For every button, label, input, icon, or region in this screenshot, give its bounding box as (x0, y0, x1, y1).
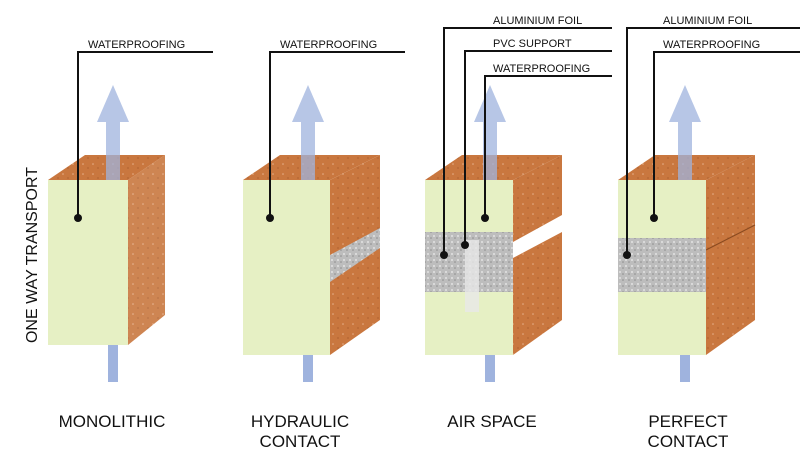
block-monolithic: WATERPROOFING MONOLITHIC (48, 39, 213, 431)
arrow-shaft-bottom (303, 330, 313, 382)
callout-dot (650, 214, 658, 222)
block-hydraulic-contact: WATERPROOFING HYDRAULIC CONTACT (243, 39, 405, 451)
callout-label: WATERPROOFING (280, 39, 377, 51)
foil-layer (618, 238, 706, 292)
callout-dot (461, 241, 469, 249)
side-label: ONE WAY TRANSPORT (24, 167, 41, 343)
callout-dot (74, 214, 82, 222)
brick-side-upper (513, 155, 562, 242)
block-title-line1: HYDRAULIC (251, 412, 349, 431)
callout-label: ALUMINIUM FOIL (663, 15, 752, 27)
callout-dot (440, 251, 448, 259)
arrow-shaft-bottom (108, 330, 118, 382)
callout-label: ALUMINIUM FOIL (493, 15, 582, 27)
block-perfect-contact: ALUMINIUM FOIL WATERPROOFING PERFECT CON… (618, 15, 800, 451)
callout-line (77, 51, 213, 218)
mortar-joint (705, 224, 756, 251)
moisture-arrow (97, 85, 129, 180)
block-title: AIR SPACE (447, 412, 536, 431)
callout-line-waterproofing (653, 51, 800, 218)
brick-side (128, 155, 165, 345)
foil-band (330, 228, 380, 282)
callout-label: PVC SUPPORT (493, 38, 572, 50)
block-title: MONOLITHIC (59, 412, 166, 431)
callout-label: WATERPROOFING (663, 39, 760, 51)
block-title-line2: CONTACT (260, 432, 341, 451)
pvc-support (465, 240, 479, 312)
waterproof-face (243, 180, 330, 355)
block-air-space: ALUMINIUM FOIL PVC SUPPORT WATERPROOFING… (425, 15, 612, 431)
block-title-line2: CONTACT (648, 432, 729, 451)
callout-line-pvc (464, 50, 612, 245)
block-title-line1: PERFECT (648, 412, 727, 431)
callout-dot (266, 214, 274, 222)
waterproof-face (48, 180, 128, 345)
arrow-shaft-bottom (485, 330, 495, 382)
callout-line-foil (443, 27, 612, 255)
callout-label: WATERPROOFING (88, 39, 185, 51)
callout-line (269, 51, 405, 218)
moisture-arrow (292, 85, 324, 180)
callout-line-waterproofing (484, 75, 612, 218)
arrow-shaft-bottom (680, 330, 690, 382)
callout-dot (623, 251, 631, 259)
brick-side (706, 155, 755, 355)
callout-line-foil (626, 27, 800, 255)
callout-label: WATERPROOFING (493, 63, 590, 75)
callout-dot (481, 214, 489, 222)
moisture-arrow (669, 85, 701, 180)
moisture-arrow (474, 85, 506, 180)
brick-side-lower (513, 232, 562, 355)
